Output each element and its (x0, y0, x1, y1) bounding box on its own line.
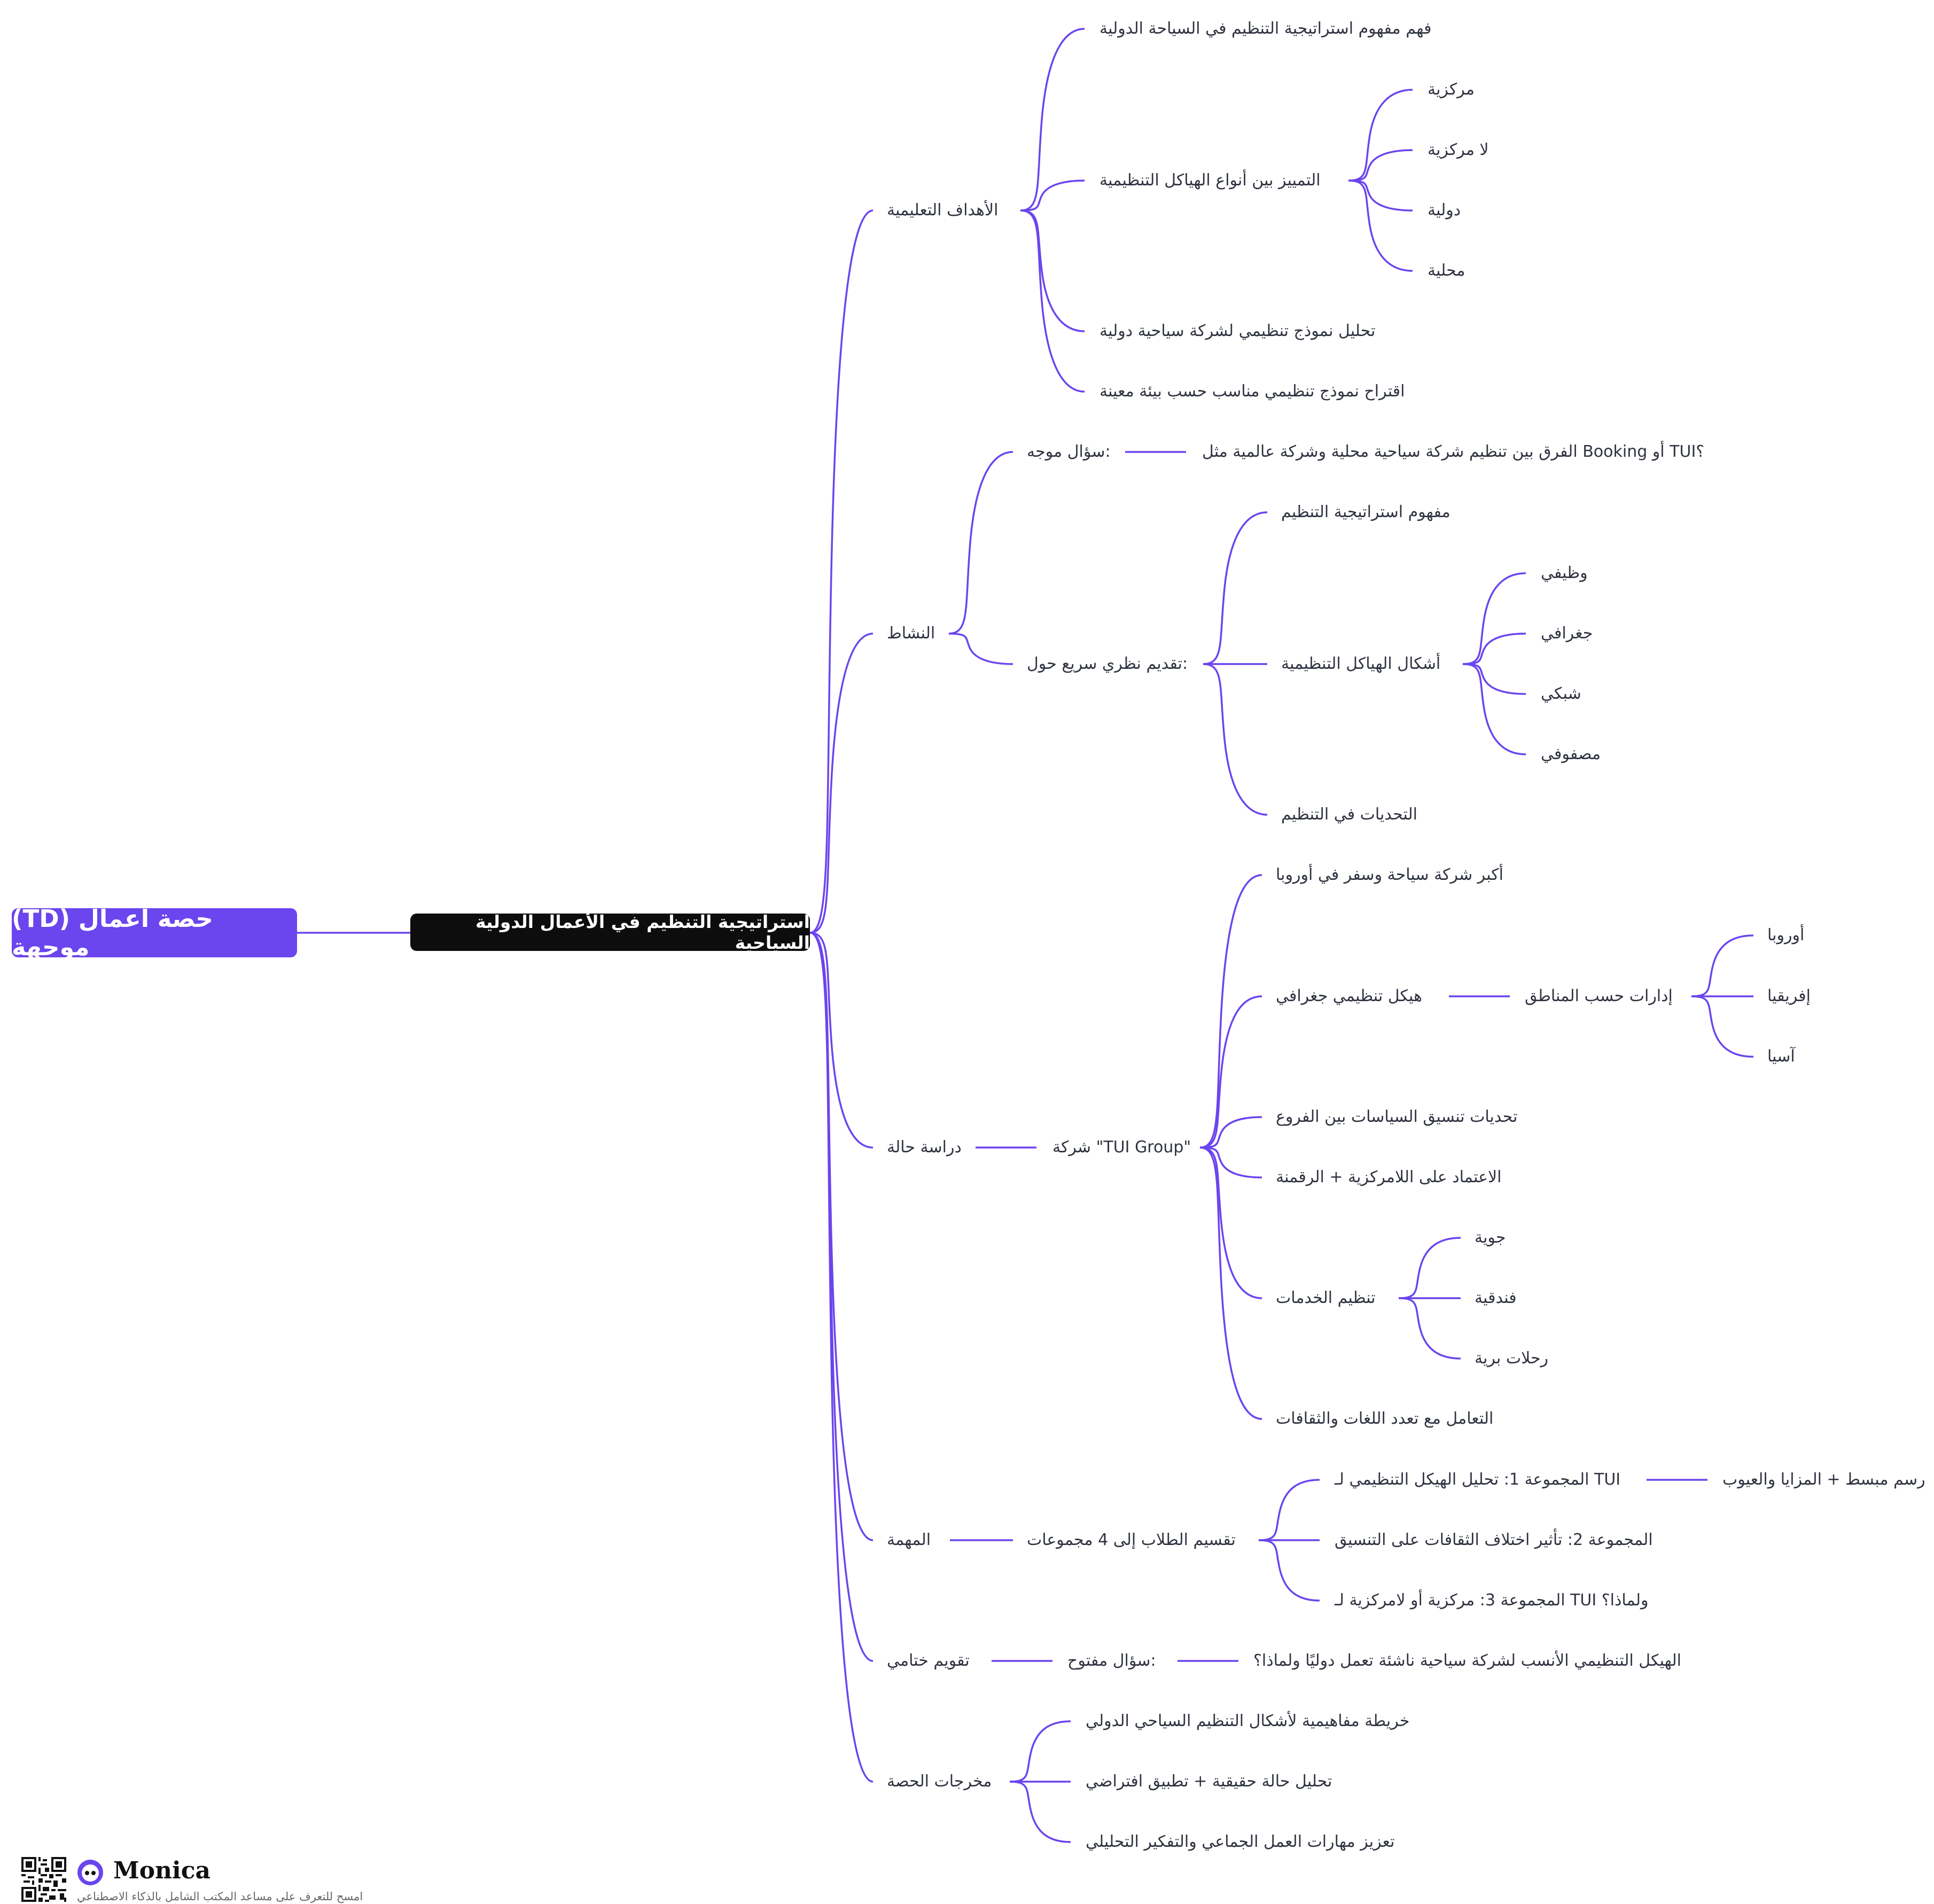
region-europe[interactable]: أوروبا (1767, 926, 1805, 945)
structure-type-international[interactable]: دولية (1428, 201, 1461, 220)
qr-code-icon (21, 1857, 66, 1902)
activity-theory[interactable]: تقديم نظري سريع حول: (1027, 654, 1188, 673)
outcome-skills[interactable]: تعزيز مهارات العمل الجماعي والتفكير التح… (1086, 1832, 1395, 1851)
evaluation-open-question[interactable]: سؤال مفتوح: (1067, 1651, 1156, 1670)
service-land-trips[interactable]: رحلات برية (1475, 1349, 1549, 1368)
branch-task[interactable]: المهمة (887, 1531, 931, 1549)
edge-main-outcomes (809, 932, 874, 1783)
objective-propose[interactable]: اقتراح نموذج تنظيمي مناسب حسب بيئة معينة (1099, 382, 1405, 401)
branch-evaluation[interactable]: تقويم ختامي (887, 1651, 970, 1670)
guiding-question-text[interactable]: الفرق بين تنظيم شركة سياحية محلية وشركة … (1202, 442, 1705, 461)
edge-main-evaluation (809, 932, 874, 1662)
form-matrix[interactable]: مصفوفي (1541, 745, 1601, 763)
edge-split-group1 (1258, 1479, 1320, 1541)
service-hotel[interactable]: فندقية (1475, 1289, 1517, 1307)
edge-regions-europe (1691, 934, 1754, 997)
outcome-concept-map[interactable]: خريطة مفاهيمية لأشكال التنظيم السياحي ال… (1086, 1712, 1410, 1730)
structure-type-decentralized[interactable]: لا مركزية (1428, 141, 1489, 159)
structure-type-local[interactable]: محلية (1428, 261, 1465, 280)
theory-forms[interactable]: أشكال الهياكل التنظيمية (1281, 654, 1441, 673)
geo-regions[interactable]: إدارات حسب المناطق (1525, 987, 1673, 1005)
edge-outcomes-1 (1009, 1720, 1071, 1783)
edge-dist-centralized (1348, 89, 1413, 182)
edge-company-largest (1199, 874, 1262, 1149)
edge-company-geo (1199, 995, 1262, 1149)
edge-obj-propose (1020, 209, 1085, 393)
edge-company-services (1199, 1146, 1262, 1299)
edge-theory-concept (1203, 511, 1268, 665)
edge-theory-challenges (1203, 663, 1268, 816)
group-1[interactable]: المجموعة 1: تحليل الهيكل التنظيمي لـ TUI (1335, 1470, 1621, 1489)
edge-forms-network (1462, 663, 1526, 695)
branch-activity[interactable]: النشاط (887, 624, 935, 643)
case-company[interactable]: شركة "TUI Group" (1052, 1138, 1191, 1157)
company-largest[interactable]: أكبر شركة سياحة وسفر في أوروبا (1276, 865, 1503, 884)
root-node[interactable]: (TD) حصة أعمال موجهة (12, 904, 297, 961)
edge-services-land (1398, 1297, 1461, 1360)
edge-services-air (1398, 1237, 1461, 1299)
objective-concept[interactable]: فهم مفهوم استراتيجية التنظيم في السياحة … (1099, 19, 1432, 38)
edge-main-activity (809, 633, 874, 934)
group-3[interactable]: المجموعة 3: مركزية أو لامركزية لـ TUI ول… (1335, 1591, 1649, 1610)
company-coordination[interactable]: تحديات تنسيق السياسات بين الفروع (1276, 1107, 1518, 1126)
brand-name: Monica (113, 1857, 211, 1884)
edge-forms-functional (1462, 572, 1526, 665)
open-question-text[interactable]: الهيكل التنظيمي الأنسب لشركة سياحية ناشئ… (1253, 1651, 1681, 1670)
edge-obj-analyze (1020, 209, 1085, 332)
edge-company-coordination (1199, 1116, 1262, 1149)
region-asia[interactable]: آسيا (1767, 1047, 1795, 1066)
company-services[interactable]: تنظيم الخدمات (1276, 1289, 1376, 1307)
objective-analyze[interactable]: تحليل نموذج تنظيمي لشركة سياحية دولية (1099, 322, 1376, 340)
edge-split-group3 (1258, 1539, 1320, 1602)
edge-main-task (809, 932, 874, 1541)
branch-objectives[interactable]: الأهداف التعليمية (887, 201, 999, 220)
outcome-case-analysis[interactable]: تحليل حالة حقيقية + تطبيق افتراضي (1086, 1772, 1332, 1791)
edge-forms-geographic (1462, 633, 1526, 665)
edge-act-theory (948, 633, 1013, 665)
objective-distinguish[interactable]: التمييز بين أنواع الهياكل التنظيمية (1099, 171, 1321, 190)
main-topic-node[interactable]: استراتيجية التنظيم في الأعمال الدولية ال… (410, 911, 810, 953)
company-geo-structure[interactable]: هيكل تنظيمي جغرافي (1276, 987, 1422, 1005)
form-geographic[interactable]: جغرافي (1541, 624, 1593, 643)
region-africa[interactable]: إفريقيا (1767, 987, 1811, 1005)
edge-company-cultures (1199, 1146, 1262, 1420)
service-air[interactable]: جوية (1475, 1228, 1506, 1247)
footer-branding: Monica امسح للتعرف على مساعد المكتب الشا… (21, 1857, 395, 1903)
edge-outcomes-3 (1009, 1781, 1071, 1843)
structure-type-centralized[interactable]: مركزية (1428, 80, 1475, 99)
group-1-detail[interactable]: رسم مبسط + المزايا والعيوب (1722, 1470, 1925, 1489)
group-2[interactable]: المجموعة 2: تأثير اختلاف الثقافات على ال… (1335, 1531, 1653, 1549)
monica-logo-icon (77, 1860, 103, 1885)
edge-main-objectives (809, 209, 874, 934)
theory-challenges[interactable]: التحديات في التنظيم (1281, 805, 1417, 824)
edge-company-decentral (1199, 1146, 1262, 1179)
company-decentralization[interactable]: الاعتماد على اللامركزية + الرقمنة (1276, 1168, 1502, 1187)
task-split[interactable]: تقسيم الطلاب إلى 4 مجموعات (1027, 1531, 1236, 1549)
form-functional[interactable]: وظيفي (1541, 564, 1588, 582)
edge-act-question (948, 451, 1013, 635)
theory-concept[interactable]: مفهوم استراتيجية التنظيم (1281, 503, 1451, 521)
edge-dist-local (1348, 180, 1413, 272)
edge-regions-asia (1691, 995, 1754, 1058)
branch-case-study[interactable]: دراسة حالة (887, 1138, 962, 1157)
brand-tagline: امسح للتعرف على مساعد المكتب الشامل بالذ… (77, 1890, 363, 1903)
edge-forms-matrix (1462, 663, 1526, 755)
edge-main-case (809, 932, 874, 1149)
edge-dist-decentralized (1348, 149, 1413, 182)
activity-guiding-question[interactable]: سؤال موجه: (1027, 442, 1111, 461)
form-network[interactable]: شبكي (1541, 684, 1581, 703)
edge-obj-distinguish (1020, 180, 1085, 212)
edge-dist-international (1348, 180, 1413, 212)
edge-obj-concept (1020, 28, 1085, 212)
branch-outcomes[interactable]: مخرجات الحصة (887, 1772, 992, 1791)
company-cultures[interactable]: التعامل مع تعدد اللغات والثقافات (1276, 1409, 1494, 1428)
